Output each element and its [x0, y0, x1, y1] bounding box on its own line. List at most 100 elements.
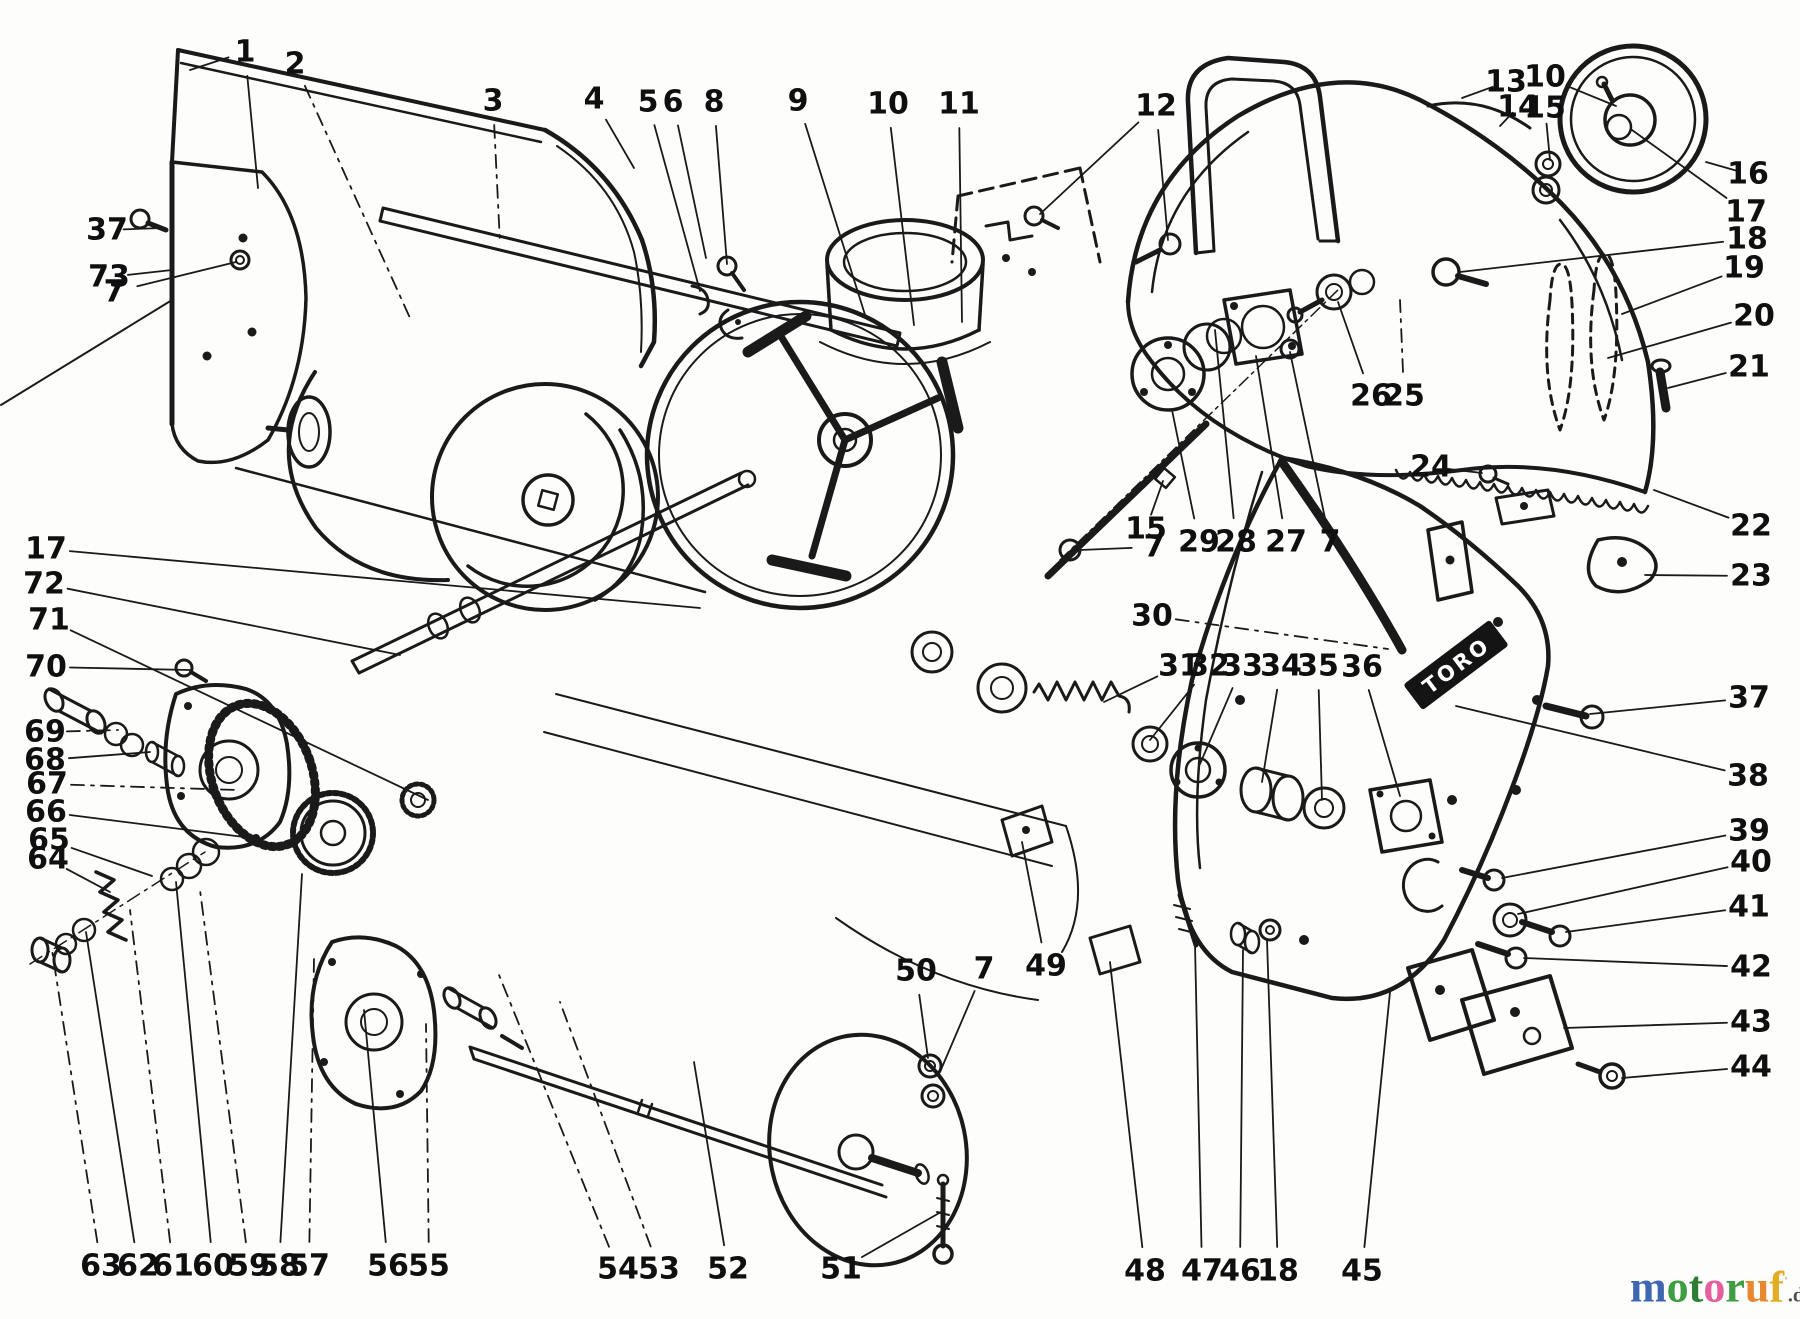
part-outline: [150, 740, 180, 778]
part-outline: [1150, 130, 1250, 294]
part-outline: [466, 412, 625, 588]
part-outline: [38, 936, 64, 974]
part-outline: [1239, 766, 1273, 814]
part-outline: [1522, 1026, 1542, 1046]
leader-line: [1545, 122, 1551, 161]
part-outline: [1605, 113, 1633, 141]
part-outline: [1032, 680, 1131, 714]
leader-line: [1517, 866, 1729, 915]
leader-line: [68, 814, 253, 839]
leader-line: [860, 1211, 942, 1259]
part-outline: [1126, 300, 1647, 494]
part-outline: [932, 1243, 954, 1265]
part-outline: [927, 1090, 939, 1102]
auger-housing: [0, 48, 902, 594]
part-outline: [555, 693, 1067, 827]
part-number-label: 47: [1181, 1254, 1223, 1289]
part-outline: [1548, 924, 1572, 948]
part-number-label: 21: [1728, 350, 1770, 385]
part-outline: [175, 852, 203, 880]
leader-line: [693, 1061, 726, 1247]
part-outline: [1277, 457, 1407, 655]
part-outline: [1279, 338, 1301, 360]
part-number-label: 29: [1178, 525, 1220, 560]
part-number-label: 17: [25, 532, 67, 567]
part-outline: [1431, 257, 1461, 287]
leader-line: [85, 931, 136, 1244]
part-outline: [1164, 341, 1172, 349]
leader-line: [129, 909, 172, 1244]
part-number-label: 7: [1320, 525, 1341, 560]
part-number-label: 10: [867, 87, 909, 122]
leader-line: [653, 124, 701, 292]
part-outline: [145, 220, 169, 233]
part-outline: [1040, 218, 1060, 230]
leader-line: [1174, 618, 1389, 650]
part-number-label: 28: [1215, 525, 1257, 560]
part-number-label: 53: [638, 1252, 680, 1287]
leader-line: [199, 889, 247, 1244]
part-outline: [1184, 756, 1212, 784]
leader-line: [1523, 957, 1728, 967]
part-outline: [378, 206, 902, 348]
toro-decal: TORO: [1404, 620, 1508, 710]
part-outline: [1534, 150, 1562, 178]
part-outline: [742, 310, 812, 358]
leader-line: [279, 873, 303, 1243]
leader-line: [246, 74, 259, 189]
part-outline: [819, 341, 991, 365]
leader-line: [1631, 129, 1728, 199]
part-number-label: 45: [1341, 1254, 1383, 1289]
part-outline: [1059, 287, 1341, 561]
leader-line: [136, 261, 237, 288]
part-outline: [1028, 268, 1036, 276]
part-outline: [1475, 941, 1511, 957]
part-number-label: 11: [938, 87, 980, 122]
leader-line: [804, 123, 867, 319]
leader-line: [559, 1001, 652, 1248]
part-number-label: 37: [86, 213, 128, 248]
part-outline: [1169, 741, 1227, 799]
part-outline: [1271, 774, 1305, 822]
leader-line: [69, 629, 429, 801]
part-outline: [1153, 466, 1177, 490]
leader-line: [175, 881, 212, 1244]
part-number-label: 72: [23, 567, 65, 602]
part-outline: [202, 351, 212, 361]
motoruf-logo[interactable]: motoruf'.de: [1630, 1258, 1800, 1314]
part-outline: [1445, 555, 1455, 565]
part-outline: [410, 792, 426, 808]
part-outline: [1302, 786, 1346, 830]
part-outline: [1492, 902, 1528, 938]
leader-line: [715, 125, 728, 265]
part-number-label: 44: [1730, 1050, 1772, 1085]
part-number-label: 24: [1410, 450, 1452, 485]
part-outline: [298, 412, 320, 452]
logo-letter: u: [1744, 1262, 1770, 1312]
part-outline: [71, 917, 97, 943]
part-outline: [184, 702, 192, 710]
part-number-label: 6: [663, 85, 684, 120]
part-outline: [1595, 75, 1609, 89]
gearbox-upper: [29, 658, 437, 974]
leader-line: [1455, 705, 1726, 772]
part-outline: [1288, 342, 1296, 350]
part-outline: [1426, 101, 1532, 130]
part-outline: [1204, 77, 1320, 253]
leader-line: [1239, 949, 1244, 1248]
leader-line: [493, 124, 501, 244]
part-outline: [829, 328, 981, 351]
part-outline: [1182, 322, 1232, 372]
part-number-label: 49: [1025, 949, 1067, 984]
leader-line: [1266, 939, 1279, 1248]
leader-line: [1039, 121, 1140, 215]
leader-line: [677, 124, 707, 259]
part-number-label: 34: [1260, 649, 1302, 684]
part-outline: [1510, 1007, 1520, 1017]
part-number-label: 39: [1728, 814, 1770, 849]
motoruf-logo-suffix: .de: [1787, 1284, 1800, 1307]
part-outline: [920, 1083, 946, 1109]
part-number-label: 1: [235, 35, 256, 70]
